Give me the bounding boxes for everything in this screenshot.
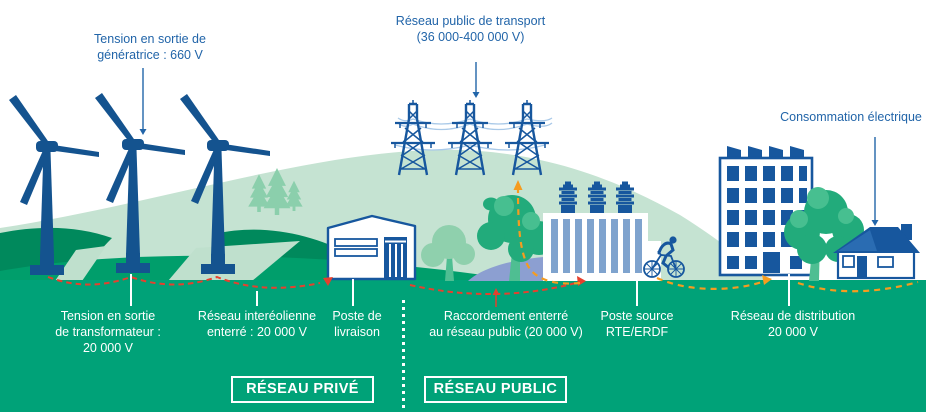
office-building-icon — [718, 146, 814, 277]
public-cable-orange — [516, 187, 919, 293]
power-pylon-icon — [389, 98, 553, 177]
tree-icon — [421, 195, 556, 281]
label-line: Raccordement enterré — [443, 309, 569, 323]
zone-badge-label: RÉSEAU PUBLIC — [433, 381, 558, 397]
source-substation-icon — [543, 181, 661, 281]
label-line: Réseau de distribution — [730, 309, 856, 323]
label-inter-turbine-network: Réseau interéolienne enterré : 20 000 V — [179, 308, 335, 340]
zone-badge-label: RÉSEAU PRIVÉ — [246, 381, 359, 397]
label-line: Consommation électrique — [780, 110, 922, 124]
label-line: Réseau interéolienne — [197, 309, 317, 323]
label-line: au réseau public (20 000 V) — [429, 325, 583, 339]
light-field-stripe — [55, 246, 106, 281]
label-line: 20 000 V — [767, 325, 819, 339]
label-line: RTE/ERDF — [605, 325, 669, 339]
label-line: Poste source — [600, 309, 674, 323]
label-line: de transformateur : — [55, 325, 161, 339]
label-line: (36 000-400 000 V) — [416, 30, 525, 44]
label-generator-voltage: Tension en sortie de génératrice : 660 V — [55, 31, 245, 63]
label-line: livraison — [334, 325, 380, 339]
label-line: enterré : 20 000 V — [206, 325, 308, 339]
house-icon — [833, 224, 920, 280]
label-transport-network: Réseau public de transport (36 000-400 0… — [368, 13, 573, 45]
label-public-connection: Raccordement enterré au réseau public (2… — [418, 308, 594, 340]
buried-cable-red — [47, 275, 577, 295]
label-transformer-voltage: Tension en sortie de transformateur : 20… — [30, 308, 186, 356]
label-pointer-lines-white — [130, 274, 790, 306]
zone-badge-public: RÉSEAU PUBLIC — [424, 376, 567, 403]
label-consumption: Consommation électrique — [766, 109, 926, 125]
label-pointer-lines-blue — [139, 62, 879, 226]
label-distribution-network: Réseau de distribution 20 000 V — [715, 308, 871, 340]
delivery-substation-icon — [326, 214, 417, 281]
cyclist-icon — [643, 236, 685, 278]
label-line: 20 000 V — [82, 341, 134, 355]
label-line: Poste de — [332, 309, 382, 323]
label-line: génératrice : 660 V — [97, 48, 203, 62]
public-cable-orange-arrows — [513, 180, 772, 285]
zone-badge-private: RÉSEAU PRIVÉ — [231, 376, 374, 403]
zone-divider — [402, 300, 405, 412]
label-source-substation: Poste source RTE/ERDF — [579, 308, 695, 340]
ground-band — [0, 280, 926, 412]
label-line: Tension en sortie — [60, 309, 156, 323]
label-delivery-substation: Poste de livraison — [309, 308, 405, 340]
tree-icon — [784, 187, 864, 281]
label-line: Réseau public de transport — [395, 14, 546, 28]
label-line: Tension en sortie de — [94, 32, 206, 46]
